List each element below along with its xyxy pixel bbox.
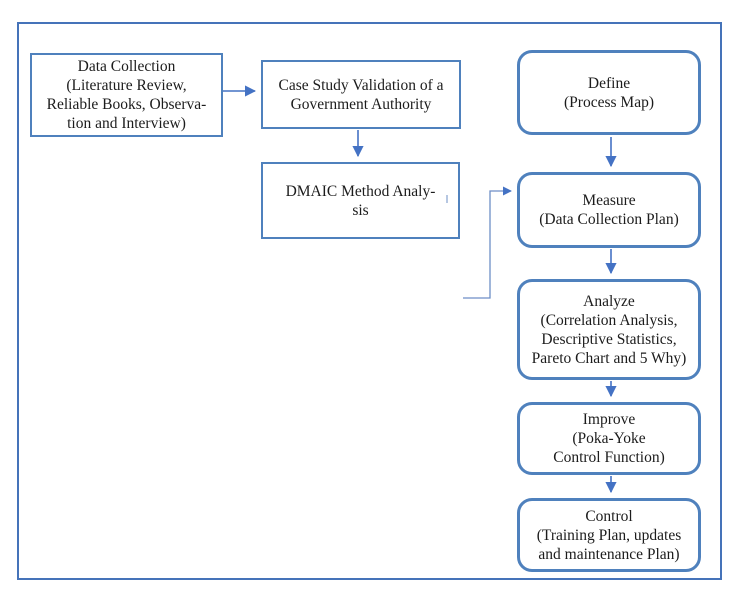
box-define-line-2: (Process Map) bbox=[564, 93, 654, 111]
box-analyze-line-3: Descriptive Statistics, bbox=[541, 330, 677, 348]
box-control-line-3: and maintenance Plan) bbox=[538, 545, 680, 563]
box-measure-line-1: Measure bbox=[582, 192, 636, 209]
box-analyze-line-2: (Correlation Analysis, bbox=[540, 311, 678, 329]
box-data-collection-line-2: (Literature Review, bbox=[66, 77, 187, 94]
box-data-collection-line-1: Data Collection bbox=[77, 58, 176, 75]
box-case-study-line-2: Government Authority bbox=[290, 95, 432, 113]
box-analyze: Analyze (Correlation Analysis, Descripti… bbox=[517, 279, 701, 380]
box-data-collection-line-4: tion and Interview) bbox=[67, 115, 186, 132]
box-case-study: Case Study Validation of a Government Au… bbox=[261, 60, 461, 129]
box-analyze-line-4: Pareto Chart and 5 Why) bbox=[531, 349, 687, 367]
box-improve-line-1: Improve bbox=[582, 411, 636, 428]
box-case-study-line-1: Case Study Validation of a bbox=[278, 76, 444, 94]
box-control-line-1: Control bbox=[585, 507, 633, 525]
box-improve-line-3: Control Function) bbox=[553, 449, 665, 466]
box-dmaic-line-1: DMAIC Method Analy- bbox=[285, 182, 436, 200]
box-data-collection-line-3: Reliable Books, Observa- bbox=[46, 96, 207, 113]
box-improve-line-2: (Poka-Yoke bbox=[572, 430, 646, 447]
box-improve: Improve (Poka-Yoke Control Function) bbox=[517, 402, 701, 475]
box-dmaic: DMAIC Method Analy- sis bbox=[261, 162, 460, 239]
box-data-collection: Data Collection (Literature Review, Reli… bbox=[30, 53, 223, 137]
box-define-line-1: Define bbox=[587, 74, 631, 92]
box-define: Define (Process Map) bbox=[517, 50, 701, 135]
box-control-line-2: (Training Plan, updates bbox=[536, 526, 682, 544]
outer-frame bbox=[17, 22, 722, 580]
box-measure-line-2: (Data Collection Plan) bbox=[539, 211, 679, 228]
box-control: Control (Training Plan, updates and main… bbox=[517, 498, 701, 572]
box-measure: Measure (Data Collection Plan) bbox=[517, 172, 701, 248]
box-analyze-line-1: Analyze bbox=[583, 292, 635, 310]
box-dmaic-line-2: sis bbox=[352, 201, 369, 219]
